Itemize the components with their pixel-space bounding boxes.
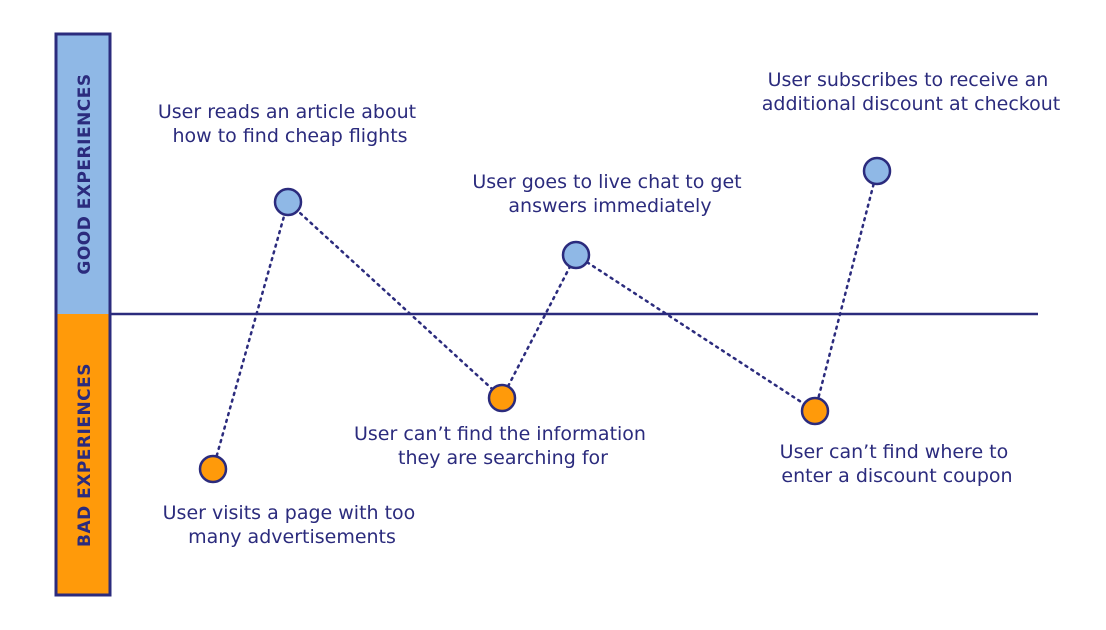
journey-annotations: User visits a page with too many adverti… — [158, 69, 1060, 548]
step-5-annotation: User can’t find where to enter a discoun… — [780, 441, 1015, 487]
step-5-bad-point — [800, 396, 830, 426]
step-1-annotation: User visits a page with too many adverti… — [163, 502, 422, 548]
journey-path — [211, 169, 879, 471]
step-2-good-point — [273, 187, 303, 217]
bad-experiences-label: BAD EXPERIENCES — [75, 363, 95, 547]
bad-experiences-band — [56, 314, 110, 595]
good-experiences-band — [56, 34, 110, 314]
step-4-good-point — [561, 240, 591, 270]
step-6-good-point — [862, 156, 892, 186]
step-6-annotation: User subscribes to receive an additional… — [762, 69, 1060, 115]
step-3-bad-point — [487, 383, 517, 413]
step-3-annotation: User can’t find the information they are… — [354, 423, 652, 469]
step-4-annotation: User goes to live chat to get answers im… — [472, 171, 747, 217]
step-2-annotation: User reads an article about how to find … — [158, 101, 422, 147]
journey-points — [198, 156, 892, 484]
step-1-bad-point — [198, 454, 228, 484]
good-experiences-label: GOOD EXPERIENCES — [75, 73, 95, 274]
